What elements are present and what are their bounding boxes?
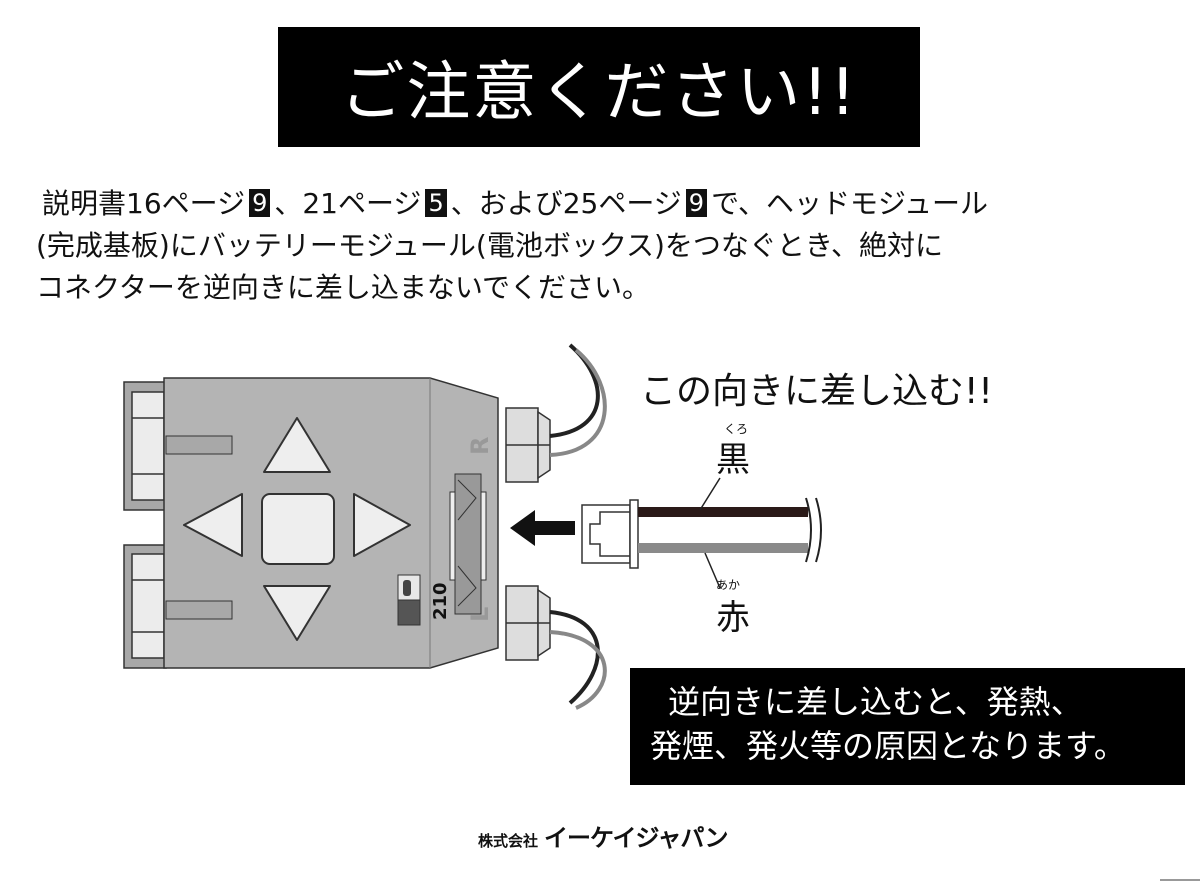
left-label: L: [466, 607, 494, 622]
insert-direction-label: この向きに差し込む!!: [640, 371, 993, 412]
black-wire-label: 黒: [716, 440, 750, 480]
warning-line-2: 発煙、発火等の原因となります。: [650, 727, 1126, 765]
right-connector-bottom: [505, 585, 551, 661]
company-prefix: 株式会社: [478, 832, 539, 850]
center-button: [261, 493, 335, 565]
paragraph-line-3: コネクターを逆向きに差し込まないでください。: [36, 271, 651, 304]
black-wire: [638, 507, 808, 517]
up-button: [263, 417, 331, 473]
divider: [1160, 879, 1200, 881]
step-badge: 9: [685, 189, 708, 217]
text-segment: 、および25ページ: [450, 187, 682, 220]
company-name: イーケイジャパン: [544, 824, 729, 852]
red-wire-ruby: あか: [716, 578, 741, 592]
text-segment: 、21ページ: [274, 187, 422, 220]
down-button: [263, 585, 331, 641]
battery-plug: [581, 499, 639, 569]
red-wire: [638, 543, 808, 553]
right-connector-top: [505, 407, 551, 483]
step-badge: 5: [425, 189, 447, 217]
right-label: R: [466, 437, 494, 455]
battery-socket: [454, 473, 482, 615]
black-wire-ruby: くろ: [724, 422, 749, 436]
company-logo: 株式会社イーケイジャパン: [478, 818, 729, 853]
left-connector-bottom: [123, 544, 167, 669]
paragraph-line-2: (完成基板)にバッテリーモジュール(電池ボックス)をつなぐとき、絶対に: [36, 229, 943, 262]
red-wire-label: 赤: [716, 598, 750, 638]
left-button: [183, 493, 243, 557]
page-title: ご注意ください!!: [278, 27, 920, 147]
warning-box: 逆向きに差し込むと、発熱、 発煙、発火等の原因となります。: [630, 668, 1185, 785]
insert-arrow: [510, 510, 575, 546]
left-connector-top: [123, 381, 167, 511]
text-segment: 説明書16ページ: [42, 187, 246, 220]
right-button: [353, 493, 411, 557]
step-badge: 9: [249, 189, 271, 217]
warning-line-1: 逆向きに差し込むと、発熱、: [668, 683, 1083, 721]
text-segment: で、ヘッドモジュール: [711, 187, 988, 220]
switch-label: 210: [430, 582, 451, 620]
